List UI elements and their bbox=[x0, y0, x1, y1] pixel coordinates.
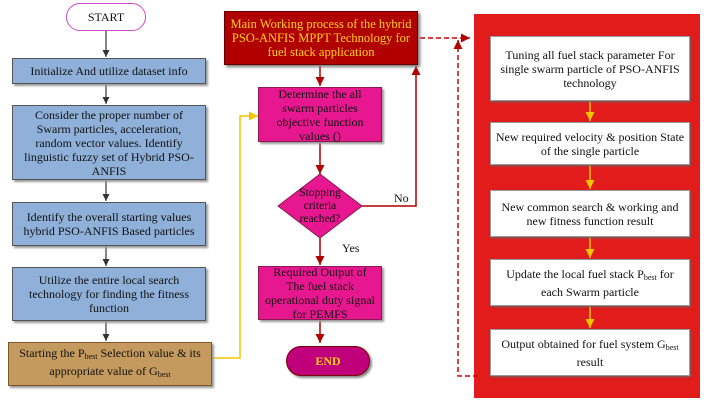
step-pbest-text: Starting the Pbest Selection value & its… bbox=[19, 346, 201, 379]
right-step-search: New common search & working and new fitn… bbox=[490, 190, 690, 237]
right-step-tuning-text: Tuning all fuel stack parameter For sing… bbox=[500, 47, 680, 90]
step-pbest: Starting the Pbest Selection value & its… bbox=[8, 342, 212, 386]
decision-text: Stopping criteria reached? bbox=[299, 186, 341, 225]
end-node: END bbox=[286, 346, 370, 376]
step-consider: Consider the proper number of Swarm part… bbox=[12, 105, 206, 180]
step-initialize: Initialize And utilize dataset info bbox=[12, 58, 206, 84]
step-consider-text: Consider the proper number of Swarm part… bbox=[24, 107, 194, 178]
start-node: START bbox=[66, 3, 146, 31]
step-utilize-text: Utilize the entire local search technolo… bbox=[29, 273, 189, 315]
right-step-search-text: New common search & working and new fitn… bbox=[501, 199, 679, 228]
right-step-tuning: Tuning all fuel stack parameter For sing… bbox=[490, 36, 690, 101]
arrow-pbest-determine bbox=[212, 111, 258, 359]
step-identify: Identify the overall starting values hyb… bbox=[12, 202, 206, 246]
decision-diamond bbox=[277, 173, 363, 239]
right-step-velocity-text: New required velocity & position State o… bbox=[495, 129, 685, 158]
right-step-update: Update the local fuel stack Pbest for ea… bbox=[490, 259, 690, 306]
determine-text: Determine the all swarm particles object… bbox=[276, 86, 364, 143]
arrow-no-loop bbox=[362, 66, 421, 207]
determine-box: Determine the all swarm particles object… bbox=[258, 86, 382, 143]
step-initialize-text: Initialize And utilize dataset info bbox=[30, 64, 188, 78]
step-identify-text: Identify the overall starting values hyb… bbox=[23, 210, 195, 238]
right-step-output: Output obtained for fuel system Gbest re… bbox=[490, 329, 690, 376]
start-label: START bbox=[87, 10, 125, 24]
output-text: Required Output of The fuel stack operat… bbox=[265, 265, 375, 321]
step-utilize: Utilize the entire local search technolo… bbox=[12, 267, 206, 321]
dash-panel-return bbox=[453, 40, 478, 377]
yes-label: Yes bbox=[342, 241, 360, 255]
main-process-text: Main Working process of the hybrid PSO-A… bbox=[230, 17, 412, 59]
decision-text-box: Stopping criteria reached? bbox=[284, 186, 356, 226]
right-step-output-text: Output obtained for fuel system Gbest re… bbox=[501, 336, 679, 369]
no-label: No bbox=[394, 191, 409, 205]
right-step-update-text: Update the local fuel stack Pbest for ea… bbox=[506, 266, 674, 299]
output-box: Required Output of The fuel stack operat… bbox=[258, 265, 382, 321]
right-step-velocity: New required velocity & position State o… bbox=[490, 122, 690, 165]
main-process-box: Main Working process of the hybrid PSO-A… bbox=[224, 11, 418, 65]
end-label: END bbox=[315, 354, 341, 368]
